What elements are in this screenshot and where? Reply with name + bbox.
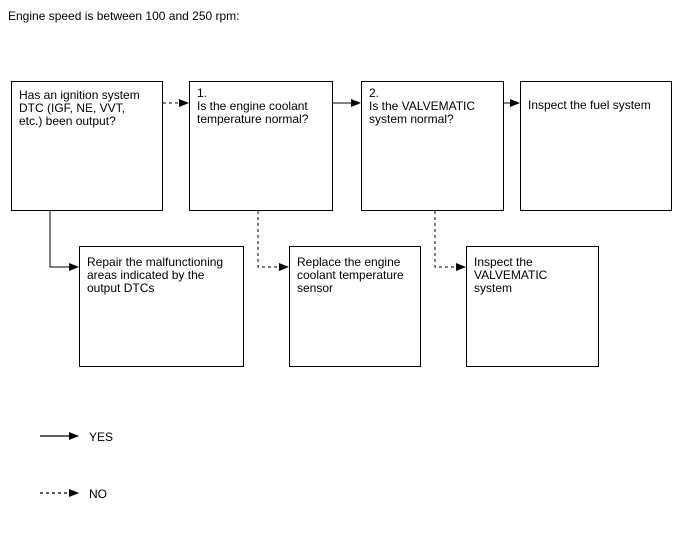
coolant-temperature-question-box: 1. Is the engine coolant temperature nor…: [189, 81, 333, 211]
step-number-2: 2.: [369, 86, 380, 100]
no-arrow-valvematic-to-inspect: [434, 211, 466, 271]
ignition-dtc-question-box: Has an ignition system DTC (IGF, NE, VVT…: [11, 81, 163, 211]
inspect-valvematic-text: Inspect the VALVEMATIC system: [474, 255, 548, 295]
no-arrow-coolant-to-replace: [257, 211, 289, 271]
ignition-dtc-question-text: Has an ignition system DTC (IGF, NE, VVT…: [19, 88, 140, 128]
inspect-fuel-system-box: Inspect the fuel system: [520, 81, 672, 211]
inspect-fuel-system-text: Inspect the fuel system: [528, 98, 651, 112]
legend-yes-label: YES: [89, 430, 114, 444]
replace-coolant-sensor-box: Replace the engine coolant temperature s…: [289, 246, 421, 367]
repair-dtc-areas-box: Repair the malfunctioning areas indicate…: [79, 246, 244, 367]
yes-arrow-ignition-to-repair: [49, 211, 79, 271]
coolant-temperature-question-text: Is the engine coolant temperature normal…: [197, 99, 309, 126]
valvematic-question-box: 2. Is the VALVEMATIC system normal?: [361, 81, 504, 211]
condition-heading: Engine speed is between 100 and 250 rpm:: [8, 9, 240, 23]
replace-coolant-sensor-text: Replace the engine coolant temperature s…: [297, 255, 404, 295]
step-number-1: 1.: [197, 86, 208, 100]
valvematic-question-text: Is the VALVEMATIC system normal?: [369, 99, 476, 126]
repair-dtc-areas-text: Repair the malfunctioning areas indicate…: [87, 255, 224, 295]
legend-no-label: NO: [89, 487, 107, 501]
inspect-valvematic-box: Inspect the VALVEMATIC system: [466, 246, 599, 367]
